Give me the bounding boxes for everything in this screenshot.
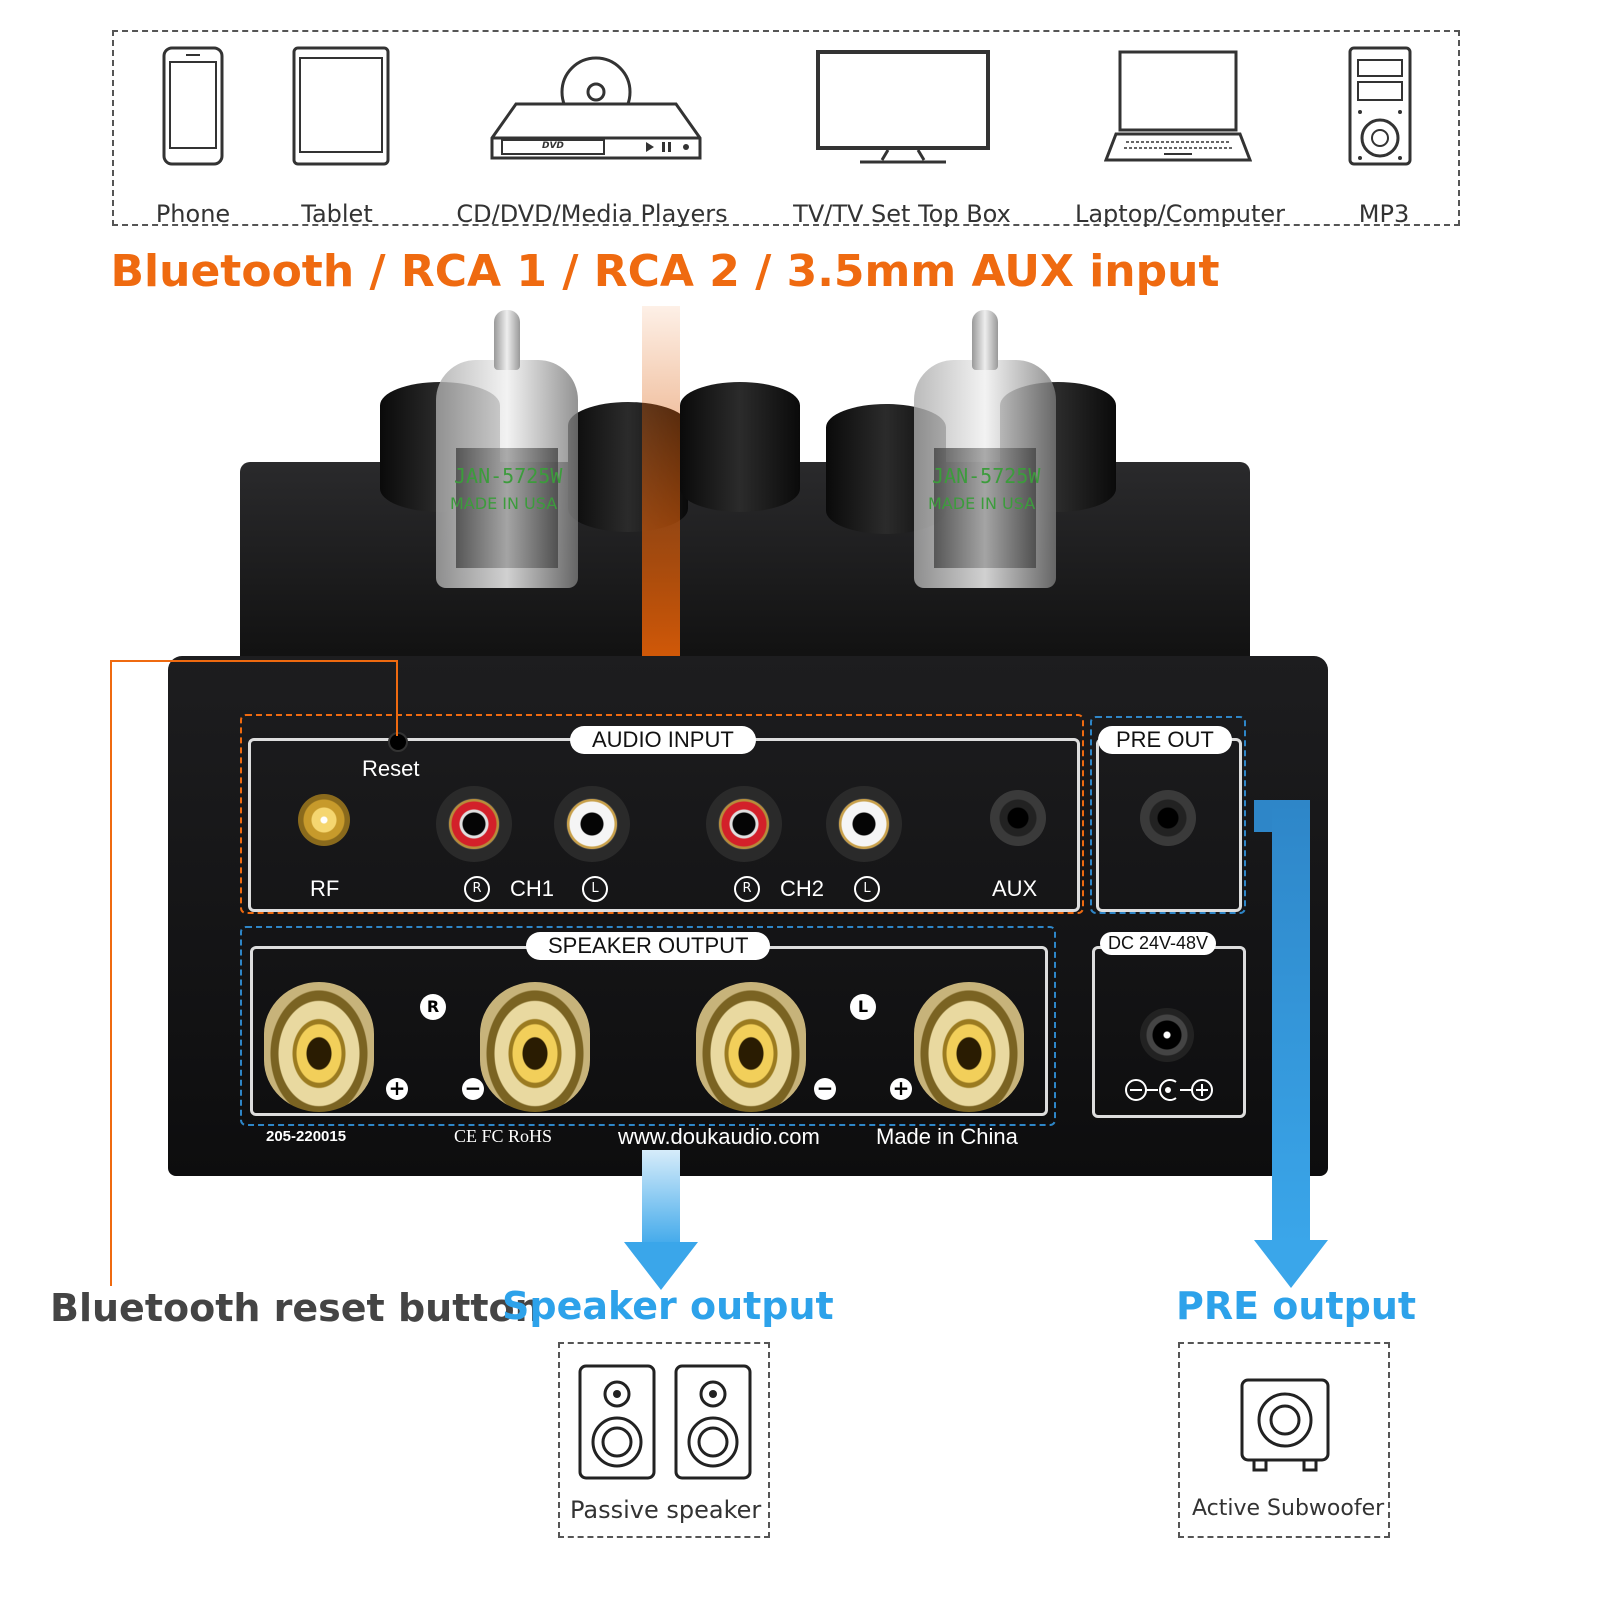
pre-out-jack[interactable]: [1140, 790, 1196, 846]
ch2-left-rca-jack[interactable]: [826, 786, 902, 862]
audio-input-title: AUDIO INPUT: [570, 726, 756, 754]
device-label-phone: Phone: [155, 200, 231, 228]
pre-output-arrow-head: [1254, 1240, 1328, 1288]
left-negative-binding-post[interactable]: [696, 982, 806, 1112]
right-plus-mark: +: [386, 1078, 408, 1100]
left-minus-mark: −: [814, 1078, 836, 1100]
pre-output-arrow-shaft: [1272, 800, 1310, 1246]
tube-origin-right: MADE IN USA: [928, 494, 1036, 513]
speaker-r-mark: R: [420, 994, 446, 1020]
manufacturer-website: www.doukaudio.com: [618, 1124, 820, 1149]
active-subwoofer-box: Active Subwoofer: [1178, 1342, 1390, 1538]
right-positive-binding-post[interactable]: [264, 982, 374, 1112]
reset-leader-vertical: [110, 660, 112, 1286]
reset-button-callout: Bluetooth reset button: [50, 1286, 542, 1330]
ch2-l-mark: L: [854, 876, 880, 902]
dc-polarity-icon: [1125, 1079, 1213, 1101]
tube-marking-left: JAN-5725W: [454, 464, 563, 488]
subwoofer-icon: [1240, 1378, 1330, 1472]
ch1-l-mark: L: [582, 876, 608, 902]
device-label-media-players: CD/DVD/Media Players: [456, 200, 728, 228]
pre-output-callout: PRE output: [1176, 1284, 1417, 1328]
speaker-l-mark: L: [850, 994, 876, 1020]
aux-input-jack[interactable]: [990, 790, 1046, 846]
tube-tip-right: [972, 310, 998, 370]
tv-icon: [816, 50, 990, 164]
device-label-tv: TV/TV Set Top Box: [793, 200, 1011, 228]
reset-label: Reset: [362, 756, 420, 781]
passive-speaker-box: Passive speaker: [558, 1342, 770, 1538]
ch1-right-rca-jack[interactable]: [436, 786, 512, 862]
rf-label: RF: [310, 876, 340, 901]
input-arrow-shaft: [642, 306, 680, 666]
input-sources-heading: Bluetooth / RCA 1 / RCA 2 / 3.5mm AUX in…: [110, 246, 1220, 297]
ch2-label: CH2: [780, 876, 825, 901]
aux-label: AUX: [992, 876, 1038, 901]
tube-marking-right: JAN-5725W: [932, 464, 1041, 488]
rf-antenna-connector[interactable]: [298, 794, 350, 846]
dc-input-title: DC 24V-48V: [1100, 932, 1217, 955]
vacuum-tube-right: JAN-5725W MADE IN USA: [914, 360, 1056, 588]
reset-leader-horizontal: [110, 660, 398, 662]
country-of-origin: Made in China: [876, 1124, 1018, 1149]
vacuum-tube-left: JAN-5725W MADE IN USA: [436, 360, 578, 588]
active-subwoofer-label: Active Subwoofer: [1192, 1496, 1385, 1521]
ch1-label: CH1: [510, 876, 555, 901]
right-negative-binding-post[interactable]: [480, 982, 590, 1112]
device-label-laptop: Laptop/Computer: [1074, 200, 1286, 228]
right-minus-mark: −: [462, 1078, 484, 1100]
reset-leader-drop: [396, 660, 398, 736]
laptop-icon: [1104, 50, 1252, 162]
tube-origin-left: MADE IN USA: [450, 494, 558, 513]
ch2-r-mark: R: [734, 876, 760, 902]
mp3-player-icon: [1348, 46, 1412, 166]
ch1-r-mark: R: [464, 876, 490, 902]
phone-icon: [162, 46, 224, 166]
dc-power-jack[interactable]: [1140, 1008, 1194, 1062]
amplifier-front-panel: AUDIO INPUT Reset RF R CH1 L R CH2 L AUX…: [168, 656, 1328, 1176]
speaker-output-arrow-shaft: [642, 1150, 680, 1250]
reset-button[interactable]: [388, 732, 408, 752]
pre-out-group: [1090, 716, 1246, 914]
tube-tip-left: [494, 310, 520, 370]
speaker-icon-left: [578, 1364, 656, 1480]
left-positive-binding-post[interactable]: [914, 982, 1024, 1112]
ch2-right-rca-jack[interactable]: [706, 786, 782, 862]
tablet-icon: [292, 46, 390, 166]
left-plus-mark: +: [890, 1078, 912, 1100]
passive-speaker-label: Passive speaker: [570, 1496, 762, 1524]
dvd-player-icon: [490, 56, 702, 160]
dvd-badge: DVD: [542, 141, 564, 151]
ch1-left-rca-jack[interactable]: [554, 786, 630, 862]
audio-input-group: [240, 714, 1084, 914]
speaker-output-callout: Speaker output: [502, 1284, 834, 1328]
speaker-output-arrow-head: [624, 1242, 698, 1290]
source-devices-panel: DVD Phone Tablet CD/DVD/Media Players TV…: [112, 30, 1460, 228]
certification-number: 205-220015: [266, 1128, 347, 1145]
certification-marks: CE FC RoHS: [454, 1126, 553, 1146]
knob-3[interactable]: [680, 382, 800, 512]
device-label-mp3: MP3: [1358, 200, 1410, 228]
pre-out-title: PRE OUT: [1098, 726, 1232, 754]
speaker-icon-right: [674, 1364, 752, 1480]
speaker-output-title: SPEAKER OUTPUT: [526, 932, 771, 960]
device-label-tablet: Tablet: [301, 200, 373, 228]
speaker-output-group: [240, 926, 1056, 1126]
